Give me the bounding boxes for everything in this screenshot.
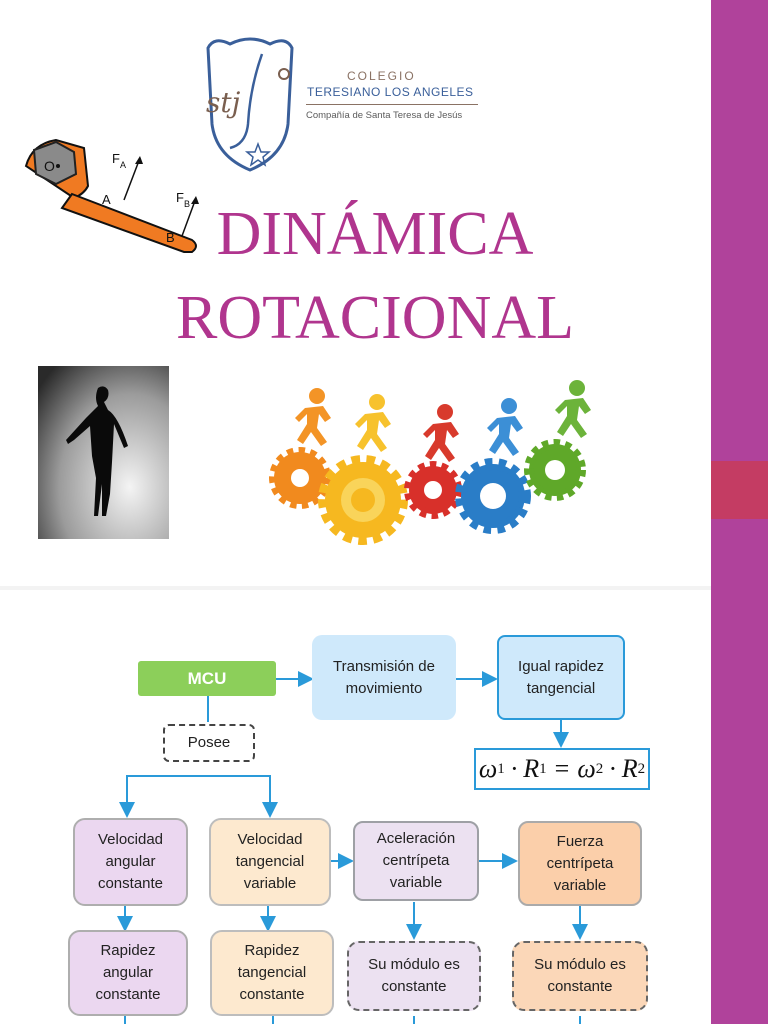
svg-text:B: B — [166, 230, 175, 245]
wrench-torque-illustration: O F A A F B B — [24, 138, 199, 253]
logo-divider — [306, 104, 478, 105]
runner-red — [423, 404, 459, 462]
runner-blue — [487, 398, 523, 456]
velocidad-tangencial-node: Velocidad tangencial variable — [209, 818, 331, 906]
svg-text:A: A — [120, 160, 126, 170]
velocidad-angular-node: Velocidad angular constante — [73, 818, 188, 906]
logo-congregation: Compañía de Santa Teresa de Jesús — [306, 110, 463, 121]
gear-yellow-large — [318, 455, 408, 545]
modulo-constante-node-2: Su módulo es constante — [512, 941, 648, 1011]
gears-teamwork-illustration — [269, 380, 591, 545]
runner-green — [555, 380, 591, 438]
nut-hexagon — [32, 140, 78, 186]
pivot-label: O — [44, 158, 55, 174]
transmision-node: Transmisión de movimiento — [312, 635, 456, 720]
logo-monogram: stj — [206, 86, 241, 119]
school-logo: stj COLEGIO TERESIANO LOS ANGELES Compañ… — [200, 32, 490, 177]
svg-text:F: F — [112, 151, 120, 166]
gear-orange-small — [269, 447, 331, 509]
logo-school-name: TERESIANO LOS ANGELES — [307, 85, 474, 99]
modulo-constante-node-1: Su módulo es constante — [347, 941, 481, 1011]
aceleracion-centripeta-node: Aceleración centrípeta variable — [353, 821, 479, 901]
title-line-2: ROTACIONAL — [175, 284, 574, 352]
sidebar-accent-block — [711, 461, 768, 519]
gear-red — [404, 461, 462, 519]
dancer-silhouette-image — [38, 366, 169, 539]
svg-text:A: A — [102, 192, 111, 207]
shield-emblem: stj — [206, 37, 294, 172]
title-slide: O F A A F B B stj COLEGIO TERESIANO LOS … — [24, 32, 600, 545]
title-line-1: DINÁMICA — [216, 200, 534, 268]
posee-node: Posee — [163, 724, 255, 762]
fuerza-centripeta-node: Fuerza centrípeta variable — [518, 821, 642, 906]
svg-text:F: F — [176, 190, 184, 205]
svg-text:B: B — [184, 199, 190, 209]
gear-blue — [455, 458, 531, 534]
mcu-node: MCU — [138, 661, 276, 696]
rapidez-tangencial-node: Rapidez tangencial constante — [210, 930, 334, 1016]
slide-separator — [0, 586, 711, 590]
diagram-connectors — [117, 671, 588, 1024]
gear-green — [524, 439, 586, 501]
runner-orange — [295, 388, 331, 446]
rapidez-angular-node: Rapidez angular constante — [68, 930, 188, 1016]
runner-yellow — [355, 394, 391, 452]
igual-rapidez-node: Igual rapidez tangencial — [497, 635, 625, 720]
logo-colegio: COLEGIO — [347, 69, 416, 83]
slide-title: DINÁMICA ROTACIONAL — [150, 192, 600, 360]
